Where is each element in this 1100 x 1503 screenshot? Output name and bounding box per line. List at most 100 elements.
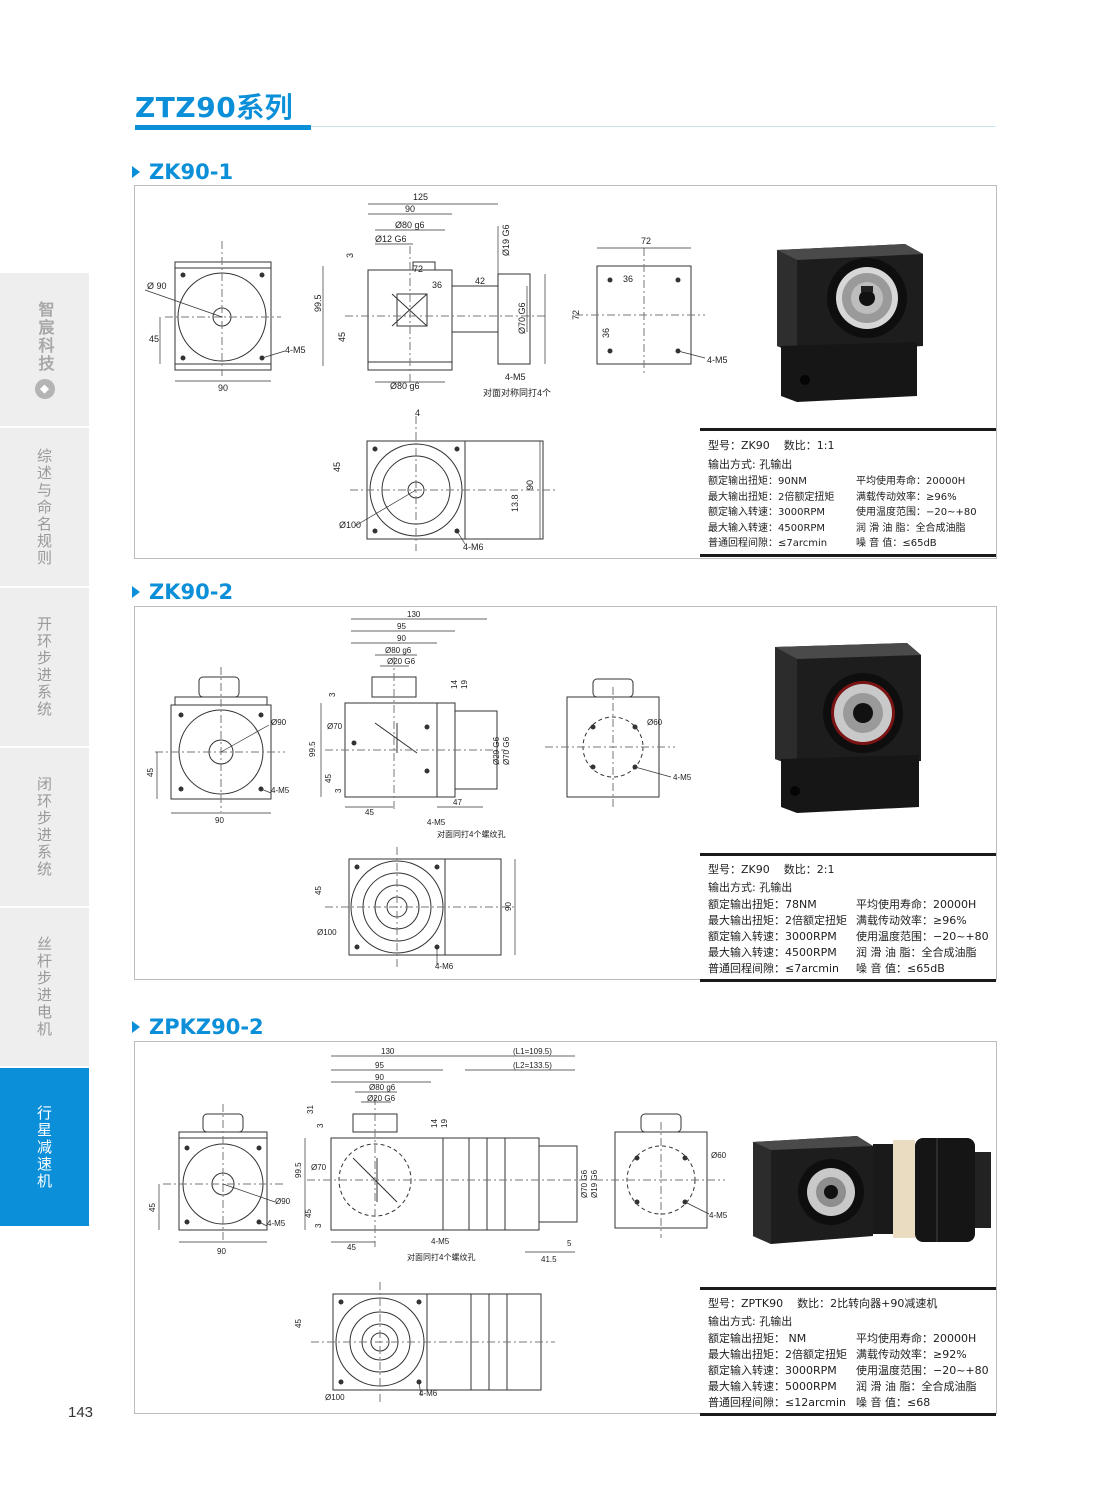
dimension-label: 45 — [324, 774, 333, 783]
product-photo — [753, 1136, 991, 1244]
sidebar-item-closed-loop-stepper[interactable]: 闭环步进系统 — [0, 748, 89, 908]
dimension-label: (L2=133.5) — [513, 1061, 552, 1070]
page-title: ZTZ90系列 — [135, 91, 294, 124]
dimension-label: Ø60 — [647, 718, 663, 727]
side-assembly-view: 130 95 90 Ø80 g6 Ø20 G6 (L1=109.5) (L2=1… — [294, 1047, 599, 1264]
dimension-label: Ø80 g6 — [395, 220, 425, 230]
dimension-label: Ø70 — [327, 722, 343, 731]
spec-cell: 普通回程间隙：≤12arcmin — [708, 1396, 847, 1409]
spec-cell: 满载传动效率：≥92% — [856, 1348, 967, 1361]
spec-cell: 噪 音 值：≤65dB — [856, 962, 945, 975]
spec-cell: 最大输出扭矩：2倍额定扭矩 — [708, 914, 847, 927]
dimension-label: 19 — [440, 1119, 449, 1128]
dimension-label: Ø19 G6 — [590, 1169, 599, 1198]
dimension-label: 3 — [345, 253, 355, 258]
bottom-view: 4 45 90 13.8 Ø100 4-M6 — [332, 408, 555, 552]
spec-cell: 额定输出扭矩：78NM — [708, 898, 817, 911]
dimension-label: 130 — [407, 610, 421, 619]
spec-cell: 最大输出扭矩：2倍额定扭矩 — [708, 1348, 847, 1361]
dimension-label: 99.5 — [313, 294, 323, 312]
spec-cell: 使用温度范围：−20~+80 — [856, 507, 977, 518]
dimension-label: Ø80 g6 — [369, 1083, 396, 1092]
sidebar-item-planetary-reducer[interactable]: 行星减速机 — [0, 1068, 89, 1228]
end-view: 72 36 72 36 4-M5 — [571, 236, 728, 376]
sidebar-item-label: 行星减速机 — [35, 1104, 53, 1190]
dimension-label: Ø70 G6 — [580, 1169, 589, 1198]
spec-cell: 满载传动效率：≥96% — [856, 914, 967, 927]
dimension-label: Ø100 — [325, 1393, 345, 1402]
note-label: 对面同打4个螺纹孔 — [437, 829, 505, 839]
dimension-label: Ø100 — [339, 520, 361, 530]
dimension-label: 72 — [641, 236, 651, 246]
end-view: Ø60 4-M5 — [545, 678, 692, 807]
brand-name: 智宸科技 — [35, 300, 55, 373]
dimension-label: 4-M5 — [673, 773, 692, 782]
spec-cell: 额定输出扭矩：90NM — [708, 476, 807, 487]
spec-cell: 最大输出扭矩：2倍额定扭矩 — [708, 491, 835, 503]
spec-cell: 满载传动效率：≥96% — [856, 491, 957, 503]
dimension-label: 45 — [347, 1243, 356, 1252]
dimension-label: 90 — [525, 480, 535, 490]
dimension-label: 3 — [314, 1223, 323, 1228]
dimension-label: 45 — [148, 1203, 157, 1212]
spec-ratio: 数比：1:1 — [783, 439, 835, 452]
dimension-label: Ø80 g6 — [390, 381, 420, 391]
dimension-label: 45 — [314, 886, 323, 895]
spec-cell: 普通回程间隙：≤7arcmin — [708, 962, 840, 975]
dimension-label: Ø 90 — [147, 281, 167, 291]
sidebar-item-open-loop-stepper[interactable]: 开环步进系统 — [0, 588, 89, 748]
dimension-label: Ø29 G6 — [492, 736, 501, 765]
dimension-label: 4-M5 — [427, 818, 446, 827]
dimension-label: 45 — [337, 332, 347, 342]
dimension-label: Ø70 — [311, 1163, 327, 1172]
section-title-zk90-2: ZK90-2 — [132, 580, 233, 604]
product-photo — [775, 643, 921, 813]
spec-cell: 最大输入转速：5000RPM — [708, 1380, 837, 1393]
spec-cell: 润 滑 油 脂：全合成油脂 — [856, 1380, 977, 1393]
dimension-label: 72 — [413, 264, 423, 274]
dimension-label: 14 — [450, 680, 459, 689]
spec-cell: 普通回程间隙：≤7arcmin — [708, 538, 828, 549]
dimension-label: 4-M5 — [431, 1237, 450, 1246]
dimension-label: 72 — [571, 310, 581, 320]
technical-drawing: Ø 90 4-M5 90 45 125 90 — [144, 192, 728, 552]
spec-output: 输出方式: 孔输出 — [708, 1315, 793, 1328]
dimension-label: 4-M5 — [709, 1211, 728, 1220]
dimension-label: Ø20 G6 — [387, 657, 416, 666]
technical-drawing: Ø90 4-M5 90 45 130 9 — [148, 1047, 728, 1402]
dimension-label: Ø70 G6 — [502, 736, 511, 765]
spec-card-zk90-2: 型号：ZK90 数比：2:1 输出方式: 孔输出 额定输出扭矩：78NM 平均使… — [700, 853, 996, 982]
dimension-label: 130 — [381, 1047, 395, 1056]
dimension-label: 90 — [405, 204, 415, 214]
title-underline — [135, 125, 311, 130]
spec-card-zk90-1: 型号：ZK90 数比：1:1 输出方式: 孔输出 额定输出扭矩：90NM 平均使… — [700, 428, 996, 557]
sidebar-item-label: 综述与命名规则 — [35, 447, 53, 567]
dimension-label: 3 — [328, 692, 337, 697]
dimension-label: 31 — [306, 1105, 315, 1114]
sidebar-item-screw-stepper[interactable]: 丝杆步进电机 — [0, 908, 89, 1068]
dimension-label: 90 — [215, 816, 224, 825]
front-view: Ø90 4-M5 90 45 — [148, 1104, 291, 1256]
end-view: Ø60 4-M5 — [595, 1113, 728, 1238]
dimension-label: 47 — [453, 798, 462, 807]
dimension-label: 36 — [432, 280, 442, 290]
dimension-label: Ø90 — [271, 718, 287, 727]
sidebar-item-label: 闭环步进系统 — [35, 776, 53, 878]
sidebar-item-overview[interactable]: 综述与命名规则 — [0, 428, 89, 588]
dimension-label: 45 — [332, 462, 342, 472]
dimension-label: 99.5 — [308, 741, 317, 757]
spec-cell: 最大输入转速：4500RPM — [708, 522, 826, 534]
section-title-text: ZK90-2 — [149, 580, 234, 604]
triangle-bullet-icon — [132, 1021, 140, 1033]
spec-output: 输出方式: 孔输出 — [708, 881, 793, 894]
dimension-label: Ø80 g6 — [385, 646, 412, 655]
front-view: Ø 90 4-M5 90 45 — [144, 241, 306, 393]
dimension-label: 45 — [146, 768, 155, 777]
section-title-text: ZK90-1 — [149, 160, 234, 184]
product-panel-zpkz90-2: Ø90 4-M5 90 45 130 9 — [134, 1041, 997, 1416]
dimension-label: 3 — [316, 1123, 325, 1128]
dimension-label: 90 — [375, 1073, 384, 1082]
spec-model: 型号：ZPTK90 — [708, 1297, 784, 1310]
dimension-label: 4-M5 — [707, 355, 728, 365]
triangle-bullet-icon — [132, 166, 140, 178]
